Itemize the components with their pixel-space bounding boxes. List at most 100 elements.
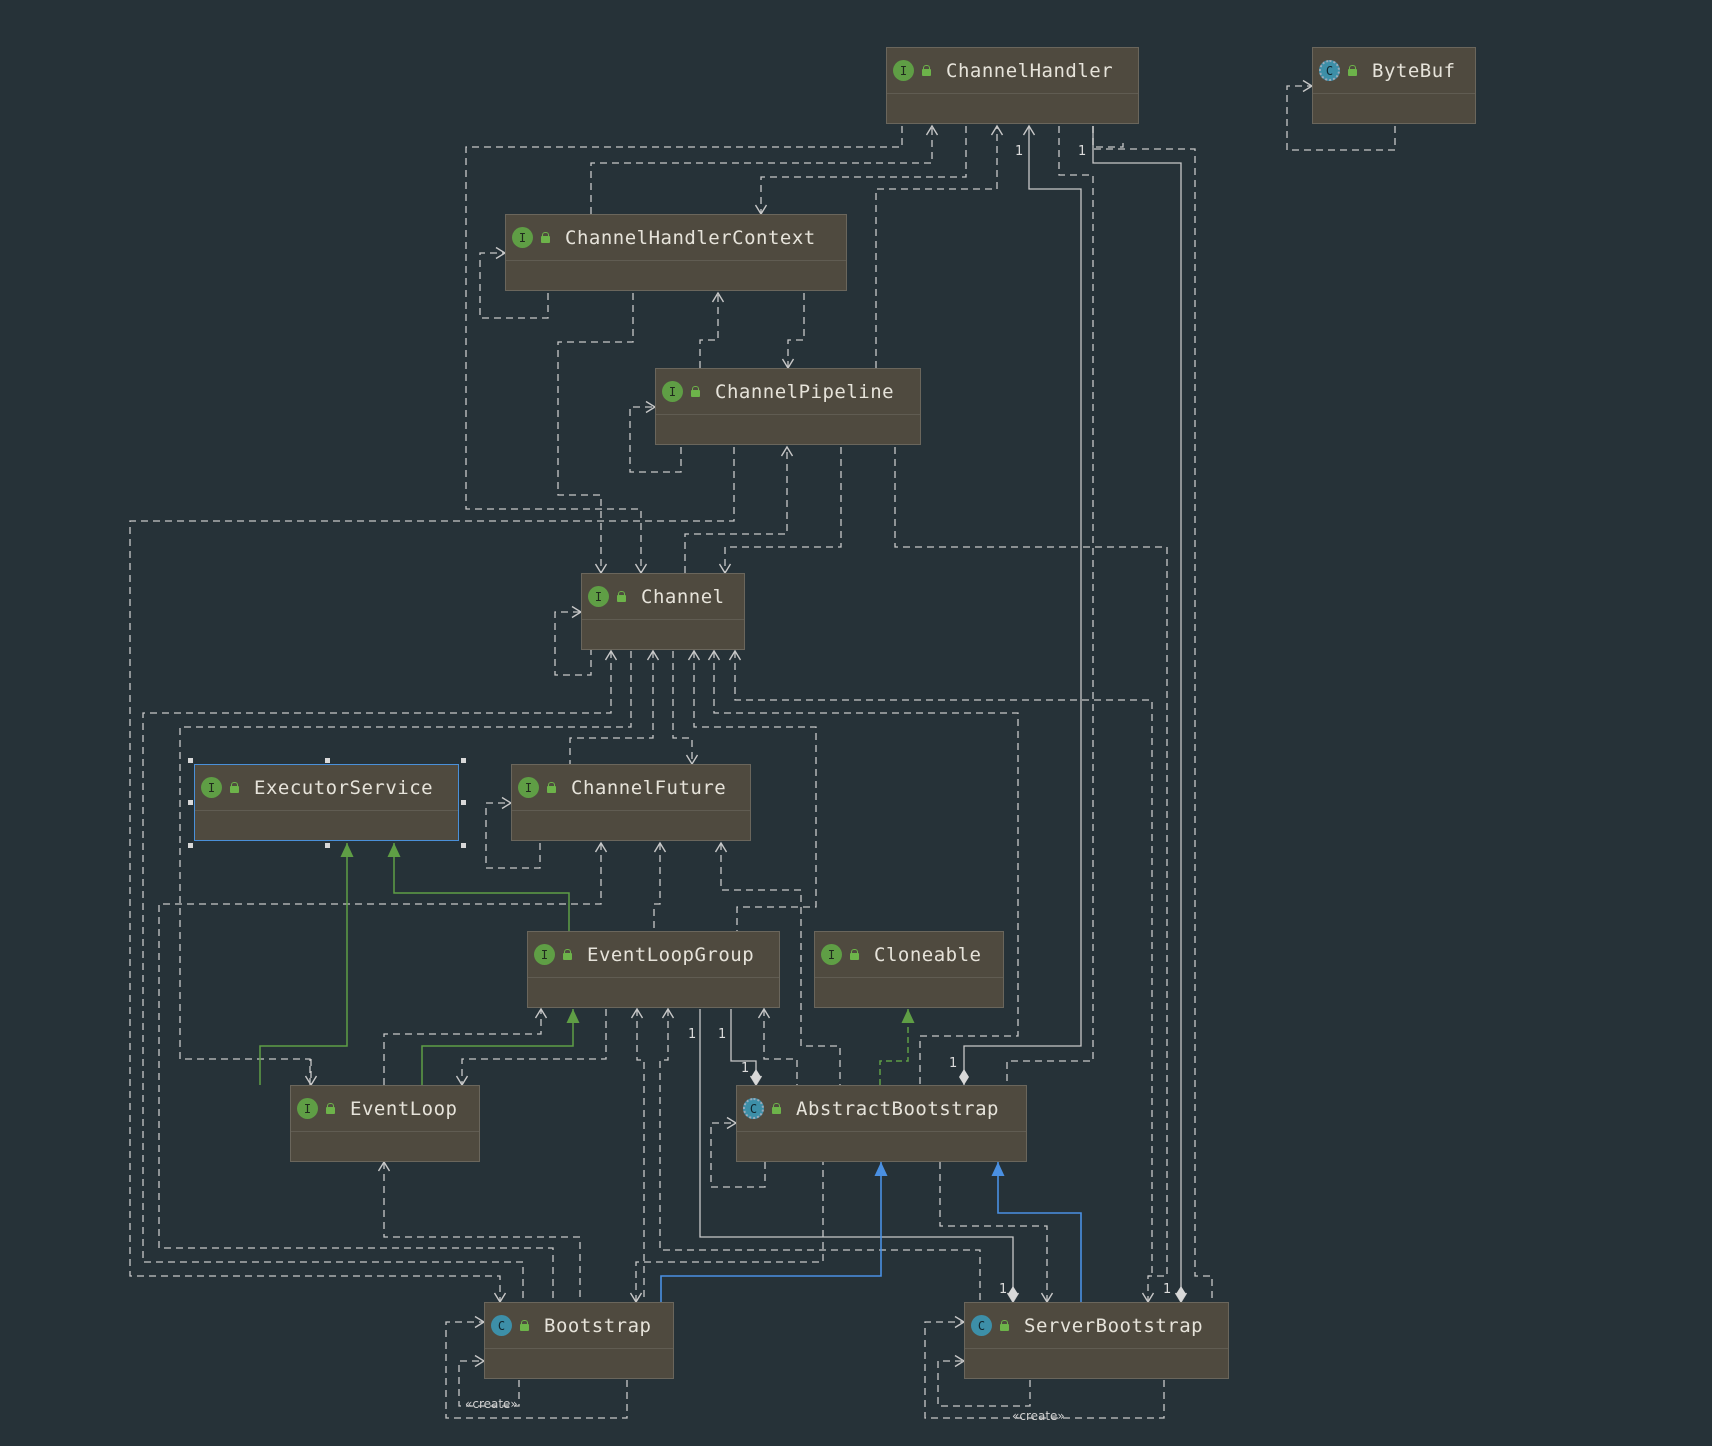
node-header: I EventLoop — [291, 1086, 479, 1132]
public-visibility-icon — [999, 1320, 1010, 1331]
edge-dep[interactable] — [179, 651, 632, 1085]
arrowhead-open — [954, 1315, 966, 1329]
selection-handle[interactable] — [188, 843, 193, 848]
node-label: EventLoop — [350, 1097, 458, 1120]
edge-dep[interactable] — [635, 1162, 824, 1302]
public-visibility-icon — [546, 782, 557, 793]
edge-dep[interactable] — [713, 651, 1019, 1085]
selection-handle[interactable] — [324, 843, 330, 848]
arrowhead-open — [630, 1007, 644, 1019]
multiplicity-label: 1 — [688, 1027, 697, 1042]
edge-dep[interactable] — [672, 651, 693, 764]
edge-solid[interactable] — [1092, 126, 1182, 1302]
edge-dep[interactable] — [590, 126, 933, 214]
node-label: EventLoopGroup — [587, 943, 755, 966]
edge-blue[interactable] — [660, 1162, 882, 1302]
edge-dep[interactable] — [894, 447, 1168, 1302]
arrowhead-open — [474, 1315, 486, 1329]
edge-blue[interactable] — [997, 1162, 1082, 1302]
arrowhead-open — [781, 358, 795, 370]
interface-icon: I — [534, 944, 555, 965]
interface-icon: I — [662, 381, 683, 402]
edge-dep[interactable] — [465, 126, 903, 573]
node-channel-future[interactable]: I ChannelFuture — [511, 764, 751, 841]
selection-handle[interactable] — [461, 800, 466, 805]
edge-dep[interactable] — [699, 293, 719, 368]
edge-dep[interactable] — [461, 1009, 607, 1085]
aggregation-diamond — [1008, 1286, 1018, 1302]
node-label: Bootstrap — [544, 1314, 652, 1337]
multiplicity-label: 1 — [741, 1061, 750, 1076]
node-event-loop[interactable]: I EventLoop — [290, 1085, 480, 1162]
edge-dep[interactable] — [158, 843, 602, 1302]
stereotype-label: «create» — [465, 1397, 518, 1411]
edge-dep[interactable] — [760, 126, 967, 214]
selection-handle[interactable] — [188, 758, 193, 763]
selection-handle[interactable] — [461, 843, 466, 848]
arrowhead-open — [1006, 1292, 1020, 1304]
interface-icon: I — [893, 60, 914, 81]
multiplicity-label: 1 — [718, 1027, 727, 1042]
edge-dep[interactable] — [787, 293, 805, 368]
interface-icon: I — [588, 586, 609, 607]
edge-dep[interactable] — [1092, 126, 1124, 148]
selection-handle[interactable] — [324, 758, 330, 763]
public-visibility-icon — [1347, 65, 1358, 76]
arrowhead-open — [377, 1160, 391, 1172]
edge-dep[interactable] — [763, 1009, 798, 1085]
edge-green[interactable] — [421, 1009, 574, 1085]
node-label: AbstractBootstrap — [796, 1097, 999, 1120]
edge-dep[interactable] — [1092, 126, 1213, 1302]
arrowhead-realization — [566, 1009, 580, 1023]
multiplicity-label: 1 — [999, 1282, 1008, 1297]
edge-dep[interactable] — [1006, 126, 1094, 1085]
aggregation-diamond — [959, 1069, 969, 1085]
edge-dep[interactable] — [636, 1009, 645, 1302]
edge-dep[interactable] — [569, 651, 654, 764]
arrowhead-open — [474, 1354, 486, 1368]
arrowhead-open — [1302, 79, 1314, 93]
interface-icon: I — [518, 777, 539, 798]
edge-dep[interactable] — [653, 843, 661, 931]
edge-green[interactable] — [393, 843, 570, 931]
arrowhead-open — [645, 400, 657, 414]
edge-dep[interactable] — [939, 1162, 1048, 1302]
edge-dep[interactable] — [383, 1162, 581, 1302]
edge-green[interactable] — [259, 843, 348, 1085]
arrowhead-open — [954, 1354, 966, 1368]
arrowhead-realization — [901, 1009, 915, 1023]
arrowhead-open — [714, 841, 728, 853]
public-visibility-icon — [229, 782, 240, 793]
selection-handle[interactable] — [188, 800, 193, 805]
edge-dep[interactable] — [875, 126, 998, 368]
arrowhead-open — [687, 649, 701, 661]
edge-dep[interactable] — [557, 293, 634, 573]
node-label: ChannelFuture — [571, 776, 727, 799]
edge-greendash[interactable] — [879, 1009, 909, 1085]
interface-icon: I — [297, 1098, 318, 1119]
selection-handle[interactable] — [461, 758, 466, 763]
edge-dep[interactable] — [684, 447, 788, 573]
edge-dep[interactable] — [724, 447, 842, 573]
arrowhead-open — [571, 605, 583, 619]
node-event-loop-group[interactable]: I EventLoopGroup — [527, 931, 780, 1008]
edge-dep[interactable] — [383, 1009, 542, 1085]
arrowhead-open — [634, 563, 648, 575]
